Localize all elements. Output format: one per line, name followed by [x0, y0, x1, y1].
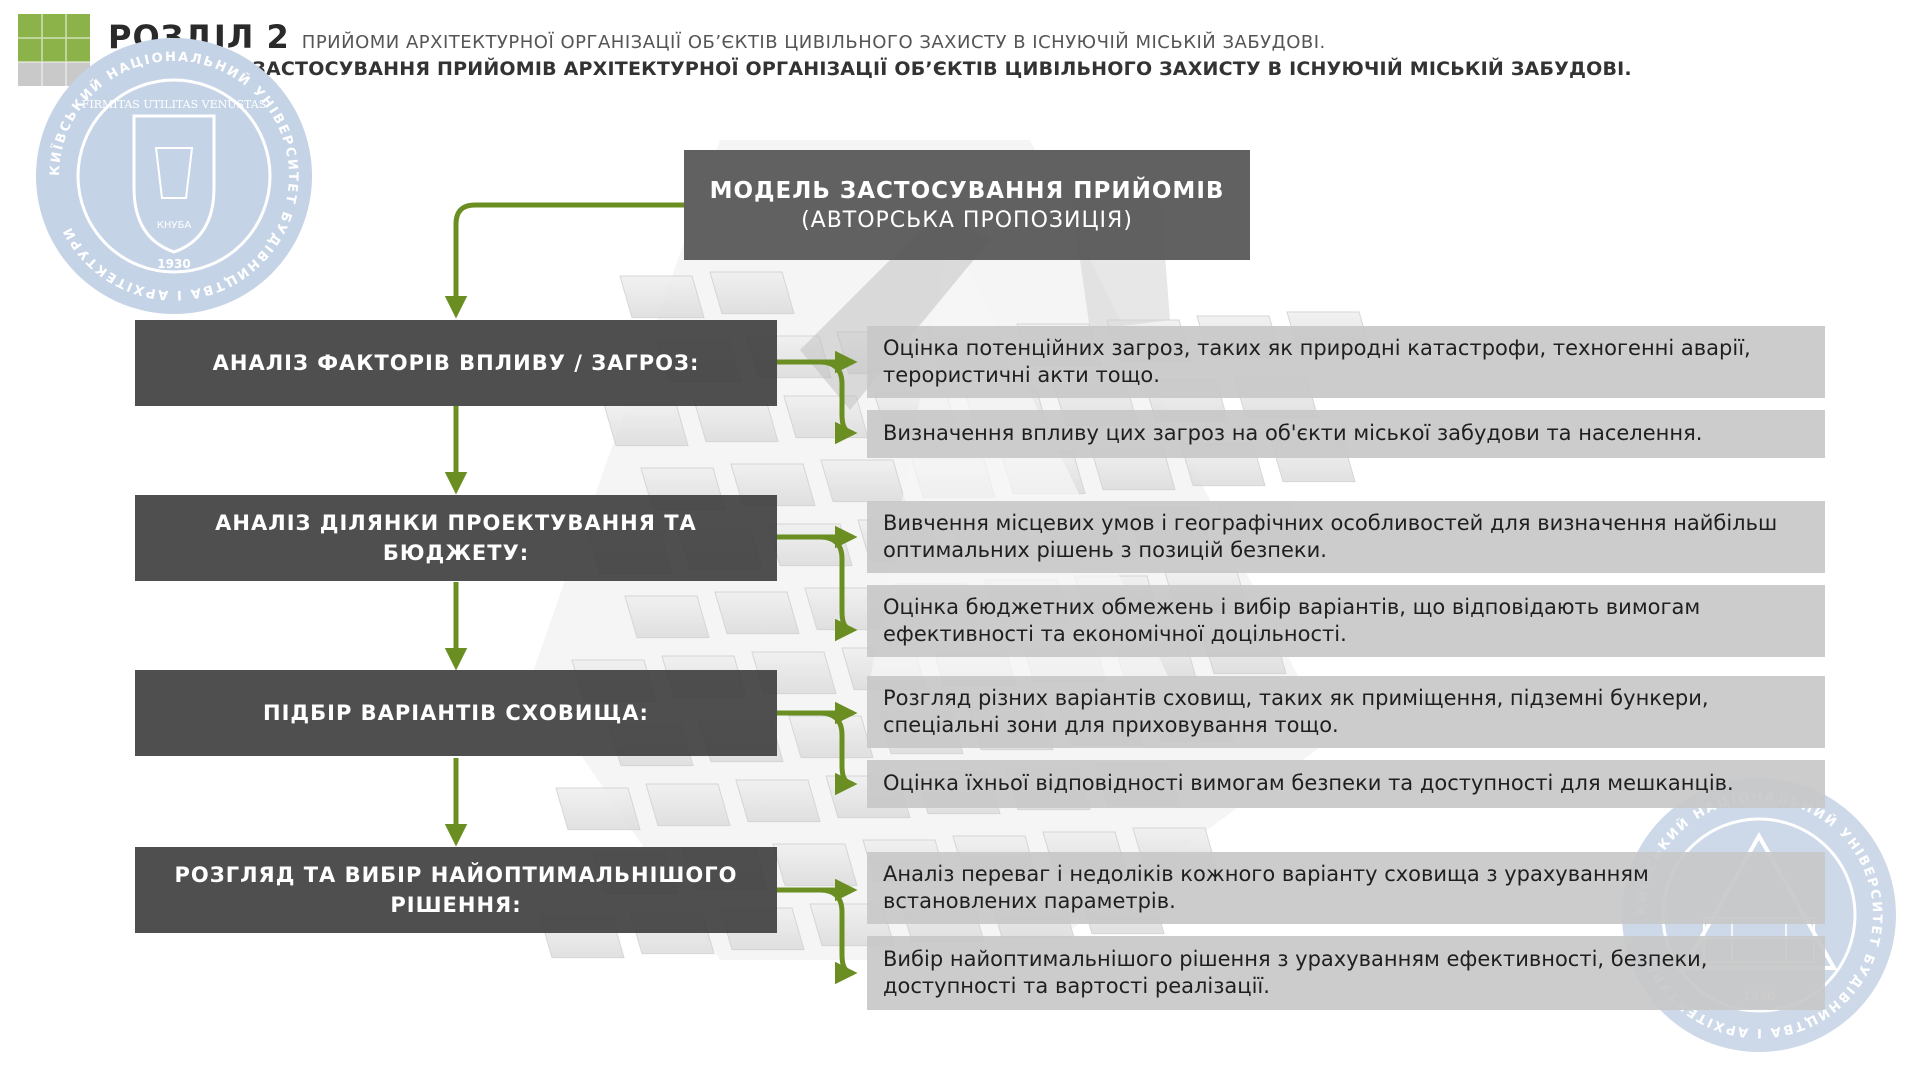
detail-text: Вивчення місцевих умов і географічних ос…	[883, 510, 1778, 562]
step-label: РОЗГЛЯД ТА ВИБІР НАЙОПТИМАЛЬНІШОГО РІШЕН…	[174, 862, 738, 917]
model-header-box: МОДЕЛЬ ЗАСТОСУВАННЯ ПРИЙОМІВ (АВТОРСЬКА …	[684, 150, 1250, 260]
seal-abbr: КНУБА	[157, 220, 192, 231]
step-label: ПІДБІР ВАРІАНТІВ СХОВИЩА:	[263, 700, 649, 725]
detail-text: Вибір найоптимальнішого рішення з урахув…	[883, 946, 1708, 998]
section-title: ПРИЙОМИ АРХІТЕКТУРНОЇ ОРГАНІЗАЦІЇ ОБ’ЄКТ…	[301, 32, 1326, 53]
page-subtitle: 2.3 МОДЕЛЬ ЗАСТОСУВАННЯ ПРИЙОМІВ АРХІТЕК…	[108, 58, 1632, 80]
connector-branch-2b	[819, 534, 858, 642]
step-box-shelter-selection: ПІДБІР ВАРІАНТІВ СХОВИЩА:	[135, 670, 777, 756]
detail-box: Визначення впливу цих загроз на об'єкти …	[867, 410, 1825, 458]
step-label: АНАЛІЗ ДІЛЯНКИ ПРОЕКТУВАННЯ ТА БЮДЖЕТУ:	[215, 510, 697, 565]
step-box-optimal-solution: РОЗГЛЯД ТА ВИБІР НАЙОПТИМАЛЬНІШОГО РІШЕН…	[135, 847, 777, 933]
detail-text: Розгляд різних варіантів сховищ, таких я…	[883, 685, 1709, 737]
detail-box: Аналіз переваг і недоліків кожного варіа…	[867, 852, 1825, 924]
detail-box: Оцінка бюджетних обмежень і вибір варіан…	[867, 585, 1825, 657]
detail-box: Оцінка їхньої відповідності вимогам безп…	[867, 760, 1825, 808]
connector-branch-3b	[819, 710, 858, 796]
connector-branch-4b	[819, 887, 858, 985]
step-box-threat-analysis: АНАЛІЗ ФАКТОРІВ ВПЛИВУ / ЗАГРОЗ:	[135, 320, 777, 406]
detail-box: Вибір найоптимальнішого рішення з урахув…	[867, 936, 1825, 1010]
seal-motto: FIRMITAS UTILITAS VENUSTAS	[82, 98, 267, 111]
detail-box: Оцінка потенційних загроз, таких як прир…	[867, 326, 1825, 398]
connector-branch-1b	[819, 359, 858, 445]
seal-year: 1930	[157, 257, 190, 271]
detail-text: Оцінка їхньої відповідності вимогам безп…	[883, 771, 1734, 796]
model-subtitle: (АВТОРСЬКА ПРОПОЗИЦІЯ)	[801, 207, 1133, 233]
step-label: АНАЛІЗ ФАКТОРІВ ВПЛИВУ / ЗАГРОЗ:	[212, 350, 700, 375]
connector-top	[444, 202, 684, 319]
detail-box: Вивчення місцевих умов і географічних ос…	[867, 501, 1825, 573]
detail-text: Оцінка бюджетних обмежень і вибір варіан…	[883, 594, 1701, 646]
detail-text: Аналіз переваг і недоліків кожного варіа…	[883, 861, 1649, 913]
detail-box: Розгляд різних варіантів сховищ, таких я…	[867, 676, 1825, 748]
section-logo-squares	[18, 14, 90, 86]
detail-text: Оцінка потенційних загроз, таких як прир…	[883, 335, 1751, 387]
page-header: РОЗДІЛ 2 ПРИЙОМИ АРХІТЕКТУРНОЇ ОРГАНІЗАЦ…	[108, 18, 1900, 80]
model-title: МОДЕЛЬ ЗАСТОСУВАННЯ ПРИЙОМІВ	[709, 177, 1225, 204]
step-box-site-budget-analysis: АНАЛІЗ ДІЛЯНКИ ПРОЕКТУВАННЯ ТА БЮДЖЕТУ:	[135, 495, 777, 581]
university-seal-left: КИЇВСЬКИЙ НАЦІОНАЛЬНИЙ УНІВЕРСИТЕТ БУДІВ…	[36, 38, 312, 314]
detail-text: Визначення впливу цих загроз на об'єкти …	[883, 421, 1703, 446]
